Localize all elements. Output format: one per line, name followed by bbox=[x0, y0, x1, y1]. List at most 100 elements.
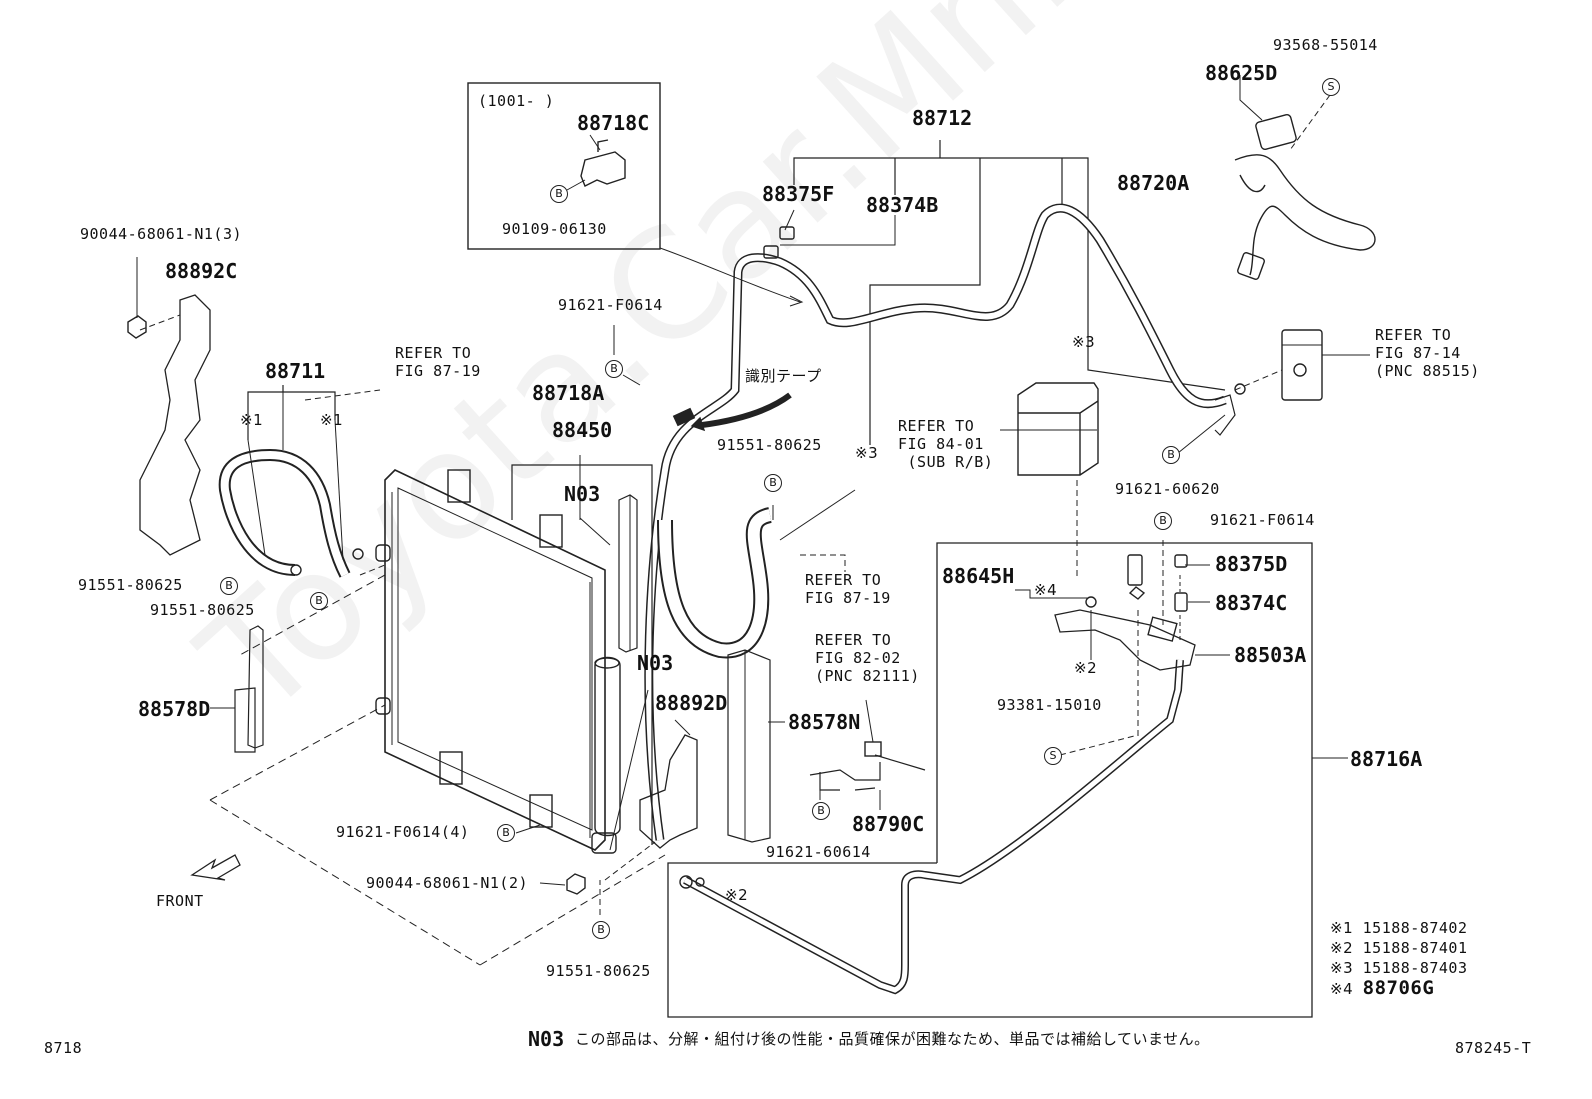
legend-mark: ※1 bbox=[1330, 919, 1354, 937]
part-88375f[interactable]: 88375F bbox=[762, 182, 835, 206]
part-93568-55014[interactable]: 93568-55014 bbox=[1273, 36, 1378, 54]
legend-row: ※4 88706G bbox=[1330, 977, 1435, 999]
page-code-right: 878245-T bbox=[1455, 1039, 1532, 1057]
ref-fig-87-14[interactable]: REFER TO FIG 87-14 (PNC 88515) bbox=[1375, 326, 1480, 380]
part-88892c[interactable]: 88892C bbox=[165, 259, 238, 283]
page-code-left: 8718 bbox=[44, 1039, 83, 1057]
part-88375d[interactable]: 88375D bbox=[1215, 552, 1288, 576]
bracket-88892c bbox=[139, 294, 211, 556]
bolt-symbol: B bbox=[605, 360, 623, 378]
part-88374c[interactable]: 88374C bbox=[1215, 591, 1288, 615]
valve-88375d bbox=[1174, 554, 1188, 568]
part-91551-80625-mid[interactable]: 91551-80625 bbox=[717, 436, 822, 454]
mark-2-a: ※2 bbox=[1074, 659, 1098, 677]
part-90044-68061-n1-2[interactable]: 90044-68061-N1(2) bbox=[366, 874, 529, 892]
footnote-text: この部品は、分解・組付け後の性能・品質確保が困難なため、単品では補給していません… bbox=[575, 1030, 1210, 1048]
legend-part[interactable]: 15188-87403 bbox=[1362, 959, 1468, 977]
block-88503a bbox=[1054, 609, 1196, 671]
part-91551-80625-l1[interactable]: 91551-80625 bbox=[78, 576, 183, 594]
dashed-outline bbox=[209, 574, 666, 966]
legend-mark: ※2 bbox=[1330, 939, 1354, 957]
part-91621-f0614-right[interactable]: 91621-F0614 bbox=[1210, 511, 1315, 529]
legend-mark: ※4 bbox=[1330, 980, 1354, 998]
inset-date-range: (1001- ) bbox=[478, 92, 555, 110]
part-93381-15010[interactable]: 93381-15010 bbox=[997, 696, 1102, 714]
part-90044-68061-n1-3[interactable]: 90044-68061-N1(3) bbox=[80, 225, 243, 243]
part-88712[interactable]: 88712 bbox=[912, 106, 973, 130]
part-91621-60620[interactable]: 91621-60620 bbox=[1115, 480, 1220, 498]
part-88718a[interactable]: 88718A bbox=[532, 381, 605, 405]
mark-1-a: ※1 bbox=[240, 411, 264, 429]
part-91551-80625-bottom[interactable]: 91551-80625 bbox=[546, 962, 651, 980]
part-88716a[interactable]: 88716A bbox=[1350, 747, 1423, 771]
part-88645h[interactable]: 88645H bbox=[942, 564, 1015, 588]
ref-fig-87-19-top[interactable]: REFER TO FIG 87-19 bbox=[395, 344, 481, 380]
legend-row: ※2 15188-87401 bbox=[1330, 940, 1468, 957]
relay-box-sub-rb bbox=[1017, 382, 1099, 476]
part-88720a[interactable]: 88720A bbox=[1117, 171, 1190, 195]
part-91621-f0614-top[interactable]: 91621-F0614 bbox=[558, 296, 663, 314]
seal-symbol: S bbox=[1044, 747, 1062, 765]
ref-fig-82-02[interactable]: REFER TO FIG 82-02 (PNC 82111) bbox=[815, 631, 920, 685]
bolt-symbol: B bbox=[497, 824, 515, 842]
part-88578n[interactable]: 88578N bbox=[788, 710, 861, 734]
part-88503a[interactable]: 88503A bbox=[1234, 643, 1307, 667]
ref-fig-84-01[interactable]: REFER TO FIG 84-01 (SUB R/B) bbox=[898, 417, 994, 471]
seal-symbol: S bbox=[1322, 78, 1340, 96]
bolt-symbol: B bbox=[220, 577, 238, 595]
legend-part[interactable]: 15188-87401 bbox=[1362, 939, 1468, 957]
bolt-symbol: B bbox=[1162, 446, 1180, 464]
leader-88712 bbox=[793, 157, 1226, 391]
legend-row: ※1 15188-87402 bbox=[1330, 920, 1468, 937]
switch-88625d bbox=[1255, 114, 1297, 150]
frame-88716a bbox=[667, 542, 1313, 1018]
legend-part[interactable]: 88706G bbox=[1362, 977, 1435, 999]
tape-arrow bbox=[701, 392, 792, 428]
front-label: FRONT bbox=[156, 892, 204, 910]
part-88578d[interactable]: 88578D bbox=[138, 697, 211, 721]
bolt-symbol: B bbox=[1154, 512, 1172, 530]
bolt-symbol: B bbox=[764, 474, 782, 492]
inset-box bbox=[467, 82, 661, 250]
mark-3-a: ※3 bbox=[855, 444, 879, 462]
part-90109-06130[interactable]: 90109-06130 bbox=[502, 220, 607, 238]
bolt-symbol: B bbox=[592, 921, 610, 939]
condenser-88450 bbox=[384, 469, 606, 851]
part-88892d[interactable]: 88892D bbox=[655, 691, 728, 715]
mark-3-b: ※3 bbox=[1072, 333, 1096, 351]
ref-fig-87-19-mid[interactable]: REFER TO FIG 87-19 bbox=[805, 571, 891, 607]
mark-1-b: ※1 bbox=[320, 411, 344, 429]
bracket-88892d bbox=[639, 734, 698, 849]
footnote-code: N03 bbox=[528, 1027, 565, 1051]
bolt-symbol: B bbox=[812, 802, 830, 820]
legend-mark: ※3 bbox=[1330, 959, 1354, 977]
label-n03-a[interactable]: N03 bbox=[564, 482, 601, 506]
label-n03-b[interactable]: N03 bbox=[637, 651, 674, 675]
part-88625d[interactable]: 88625D bbox=[1205, 61, 1278, 85]
tape-label: 識別テープ bbox=[745, 367, 822, 385]
part-91621-60614[interactable]: 91621-60614 bbox=[766, 843, 871, 861]
part-91621-f0614-4[interactable]: 91621-F0614(4) bbox=[336, 823, 470, 841]
bolt-symbol: B bbox=[310, 592, 328, 610]
hose-88720a bbox=[1234, 154, 1376, 276]
part-88374b[interactable]: 88374B bbox=[866, 193, 939, 217]
mark-2-b: ※2 bbox=[725, 886, 749, 904]
part-91551-80625-l2[interactable]: 91551-80625 bbox=[150, 601, 255, 619]
clip-88718c bbox=[580, 139, 626, 187]
legend-part[interactable]: 15188-87402 bbox=[1362, 919, 1468, 937]
part-88711[interactable]: 88711 bbox=[265, 359, 326, 383]
part-88450[interactable]: 88450 bbox=[552, 418, 613, 442]
valve-88374c bbox=[1174, 592, 1188, 612]
part-88718c[interactable]: 88718C bbox=[577, 111, 650, 135]
legend-row: ※3 15188-87403 bbox=[1330, 960, 1468, 977]
switch-88645h bbox=[1127, 554, 1143, 586]
harness-88790c bbox=[809, 754, 926, 791]
valve-88374b bbox=[763, 245, 779, 259]
front-arrow bbox=[190, 854, 241, 881]
foam-88578d bbox=[234, 625, 264, 753]
mark-4: ※4 bbox=[1034, 581, 1058, 599]
expansion-valve bbox=[1281, 329, 1323, 401]
valve-88375f bbox=[779, 226, 795, 240]
part-88790c[interactable]: 88790C bbox=[852, 812, 925, 836]
